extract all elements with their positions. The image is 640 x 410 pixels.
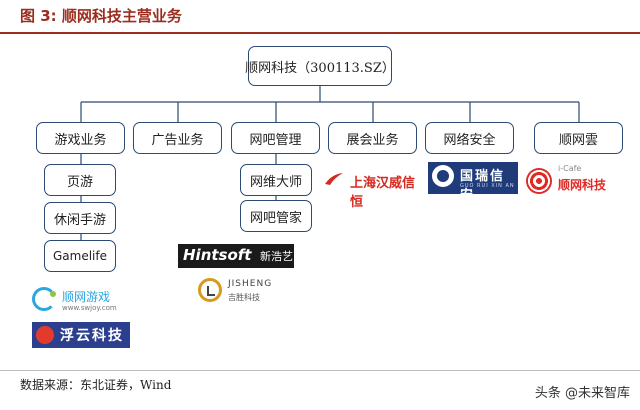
swirl-icon	[32, 287, 56, 311]
jisheng-ring-icon	[198, 278, 222, 302]
guorui-logo: 国瑞信安 GUO RUI XIN AN	[428, 162, 518, 203]
shunwang-game-logo-text: 顺网游戏	[62, 290, 111, 304]
hintsoft-logo-en: Hintsoft	[183, 246, 252, 264]
node-casual-mobile-games: 休闲手游	[44, 202, 116, 234]
icafe-logo: i-Cafe 顺网科技	[524, 162, 620, 196]
category-security: 网络安全	[425, 122, 514, 154]
category-cloud: 顺网雲	[534, 122, 623, 154]
guorui-seal-icon	[432, 165, 454, 187]
guorui-logo-subtext: GUO RUI XIN AN	[460, 183, 515, 189]
category-netbar: 网吧管理	[231, 122, 320, 154]
hanwei-swoosh-icon	[325, 173, 343, 185]
source-note: 数据来源：东北证券，Wind	[20, 378, 172, 392]
icafe-logo-cn: 顺网科技	[558, 178, 607, 192]
jisheng-logo-en: JISHENG	[228, 279, 273, 289]
jisheng-logo-cn: 吉胜科技	[228, 293, 260, 302]
watermark: 头条 @未来智库	[534, 386, 630, 401]
target-icon	[526, 168, 552, 194]
jisheng-logo: JISHENG 吉胜科技	[198, 276, 288, 306]
shunwang-game-logo: 顺网游戏 www.swjoy.com	[28, 285, 140, 317]
root-node: 顺网科技（300113.SZ）	[245, 46, 395, 86]
node-netbar-butler: 网吧管家	[240, 200, 312, 232]
icafe-logo-en: i-Cafe	[558, 164, 582, 173]
guorui-logo-text: 国瑞信安	[460, 169, 506, 203]
fuyun-mark-icon	[36, 326, 54, 344]
shunwang-game-logo-url: www.swjoy.com	[62, 304, 117, 312]
figure-title-bar: 图 3: 顺网科技主营业务	[0, 0, 640, 34]
fuyun-logo-text: 浮云科技	[60, 328, 124, 344]
category-expo: 展会业务	[328, 122, 417, 154]
node-web-games: 页游	[44, 164, 116, 196]
hanwei-logo: 上海汉威信恒	[322, 168, 426, 210]
node-gamelife: Gamelife	[44, 240, 116, 272]
hanwei-logo-text: 上海汉威信恒	[350, 176, 416, 210]
node-wangwei-master: 网维大师	[240, 164, 312, 196]
swirl-dot-icon	[50, 291, 56, 297]
hintsoft-logo: Hintsoft 新浩艺	[178, 244, 294, 268]
category-ads: 广告业务	[133, 122, 222, 154]
footer-divider	[0, 370, 640, 371]
figure-title: 图 3: 顺网科技主营业务	[20, 7, 182, 25]
hintsoft-logo-cn: 新浩艺	[260, 250, 293, 263]
fuyun-logo: 浮云科技	[32, 322, 130, 348]
category-game: 游戏业务	[36, 122, 125, 154]
